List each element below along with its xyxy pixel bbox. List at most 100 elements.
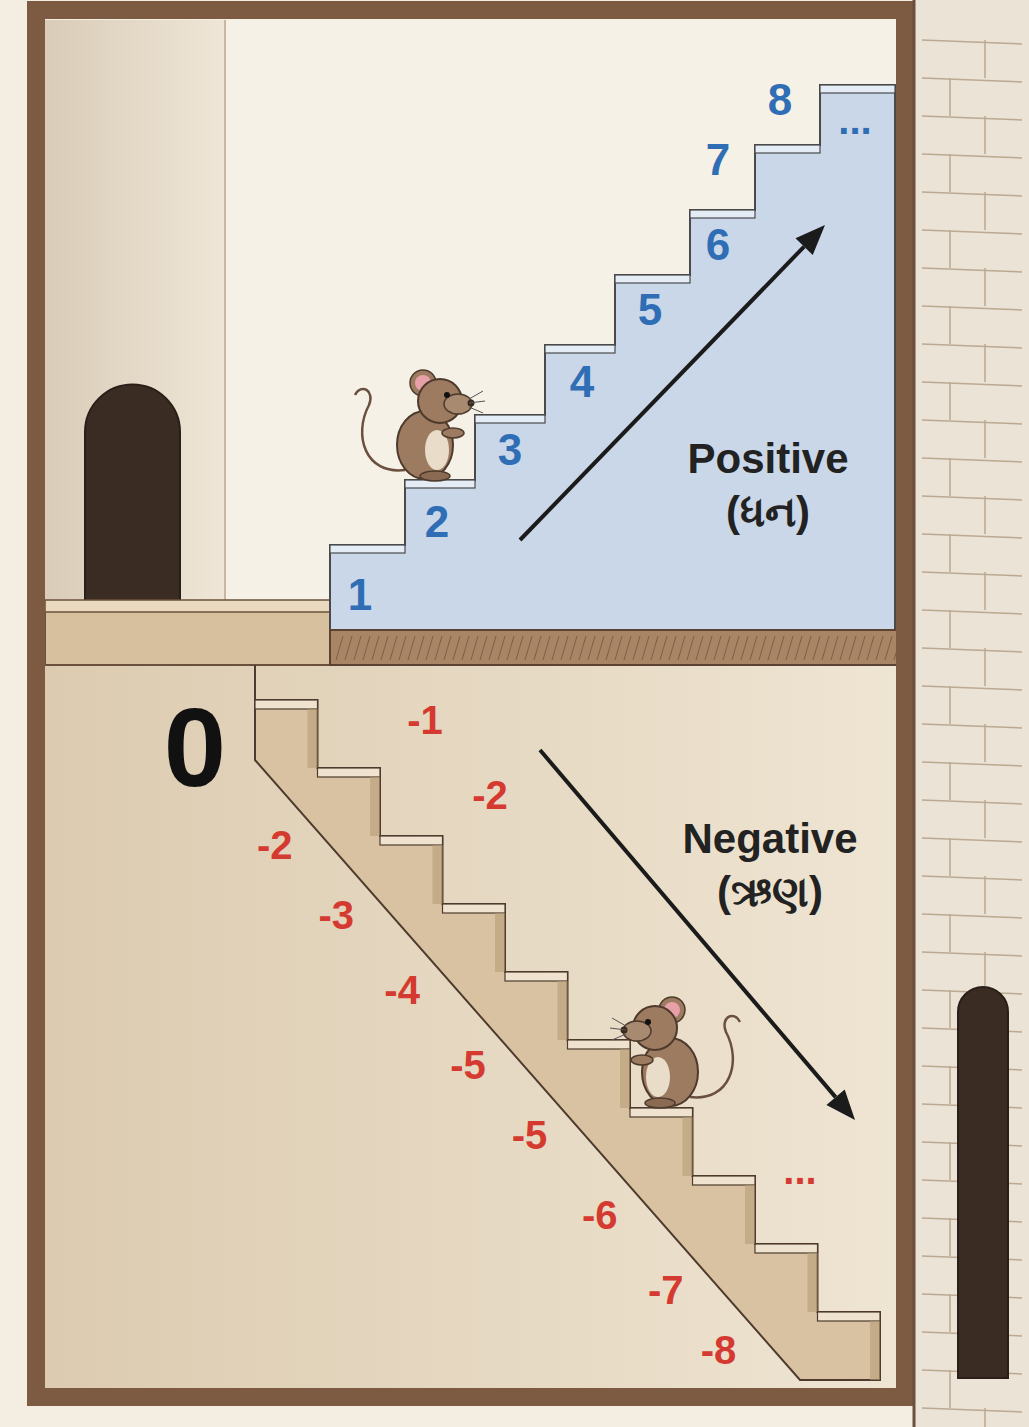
- hatch-line: [723, 636, 730, 660]
- brick-line: [949, 306, 951, 344]
- hatch-line: [786, 636, 793, 660]
- hatch-line: [876, 636, 883, 660]
- hatch-line: [471, 636, 478, 660]
- brick-line: [922, 914, 1022, 918]
- brick-line: [949, 838, 951, 876]
- brick-line: [922, 610, 1022, 614]
- hatch-line: [633, 636, 640, 660]
- step-number: -8: [701, 1327, 737, 1373]
- hatch-line: [813, 636, 820, 660]
- brick-line: [922, 306, 1022, 310]
- brick-line: [949, 458, 951, 496]
- step-number: -5: [512, 1112, 548, 1158]
- hatch-line: [669, 636, 676, 660]
- bricks: [922, 40, 1022, 1427]
- mouse: [355, 370, 485, 481]
- mouse-whiskers: [469, 391, 485, 413]
- brick-line: [984, 344, 986, 382]
- hatch-line: [534, 636, 541, 660]
- brick-line: [949, 1294, 951, 1332]
- arrow-head: [796, 225, 825, 255]
- hatch-line: [579, 636, 586, 660]
- hatch-line: [705, 636, 712, 660]
- brick-line: [949, 534, 951, 572]
- hatch-line: [795, 636, 802, 660]
- hatch-line: [354, 636, 361, 660]
- brick-line: [922, 762, 1022, 766]
- brick-line: [922, 40, 1022, 44]
- step-riser: [433, 845, 443, 904]
- hatch-line: [687, 636, 694, 660]
- brick-line: [949, 1066, 951, 1104]
- hatch-line: [849, 636, 856, 660]
- hatch-line: [678, 636, 685, 660]
- step-riser: [808, 1253, 818, 1312]
- hatch-line: [750, 636, 757, 660]
- upper-room: [45, 20, 905, 632]
- step-tread: [615, 275, 690, 283]
- hatch-line: [885, 636, 892, 660]
- hatch-line: [399, 636, 406, 660]
- lower-room: [45, 665, 905, 1390]
- brick-line: [984, 192, 986, 230]
- mouse-tail: [355, 389, 405, 471]
- brick-line: [922, 1408, 1022, 1412]
- brick-line: [984, 116, 986, 154]
- brick-line: [984, 496, 986, 534]
- hatch-line: [597, 636, 604, 660]
- hatch-line: [498, 636, 505, 660]
- hatch-line: [651, 636, 658, 660]
- hatch-line: [741, 636, 748, 660]
- floor-slab: [330, 630, 905, 665]
- hatch-line: [453, 636, 460, 660]
- brick-line: [984, 648, 986, 686]
- brick-line: [922, 838, 1022, 842]
- hatch-line: [372, 636, 379, 660]
- hatch-line: [336, 636, 343, 660]
- step-number: 4: [570, 357, 594, 408]
- brick-line: [922, 420, 1022, 424]
- step-number: -2: [472, 772, 508, 818]
- brick-line: [984, 876, 986, 914]
- brick-line: [984, 724, 986, 762]
- positive-staircase: [330, 85, 895, 630]
- hatch-line: [552, 636, 559, 660]
- brick-line: [984, 268, 986, 306]
- hatch-line: [444, 636, 451, 660]
- step-tread: [505, 972, 568, 981]
- step-tread: [630, 1108, 693, 1117]
- step-riser: [745, 1185, 755, 1244]
- side-wall: [914, 0, 1029, 1427]
- hatch-line: [858, 636, 865, 660]
- brick-line: [922, 534, 1022, 538]
- brick-line: [949, 154, 951, 192]
- ellipsis: ...: [838, 97, 871, 143]
- brick-line: [922, 116, 1022, 120]
- mouse-tail: [690, 1016, 740, 1098]
- hatch-line: [660, 636, 667, 660]
- step-tread: [820, 85, 895, 93]
- hatch-line: [345, 636, 352, 660]
- step-number: -6: [582, 1192, 618, 1238]
- step-tread: [755, 1244, 818, 1253]
- brick-line: [949, 1142, 951, 1180]
- brick-line: [984, 1408, 986, 1427]
- hatch-line: [480, 636, 487, 660]
- brick-line: [984, 800, 986, 838]
- hatch-line: [516, 636, 523, 660]
- step-number: -4: [384, 967, 420, 1013]
- negative-staircase: [255, 665, 880, 1380]
- hatch-line: [417, 636, 424, 660]
- hatch-line: [507, 636, 514, 660]
- brick-line: [949, 686, 951, 724]
- step-riser: [558, 981, 568, 1040]
- step-tread: [380, 836, 443, 845]
- hatch-line: [840, 636, 847, 660]
- landing-top: [45, 600, 330, 612]
- hatch-line: [363, 636, 370, 660]
- brick-line: [984, 572, 986, 610]
- brick-line: [922, 344, 1022, 348]
- brick-line: [922, 268, 1022, 272]
- step-tread: [443, 904, 506, 913]
